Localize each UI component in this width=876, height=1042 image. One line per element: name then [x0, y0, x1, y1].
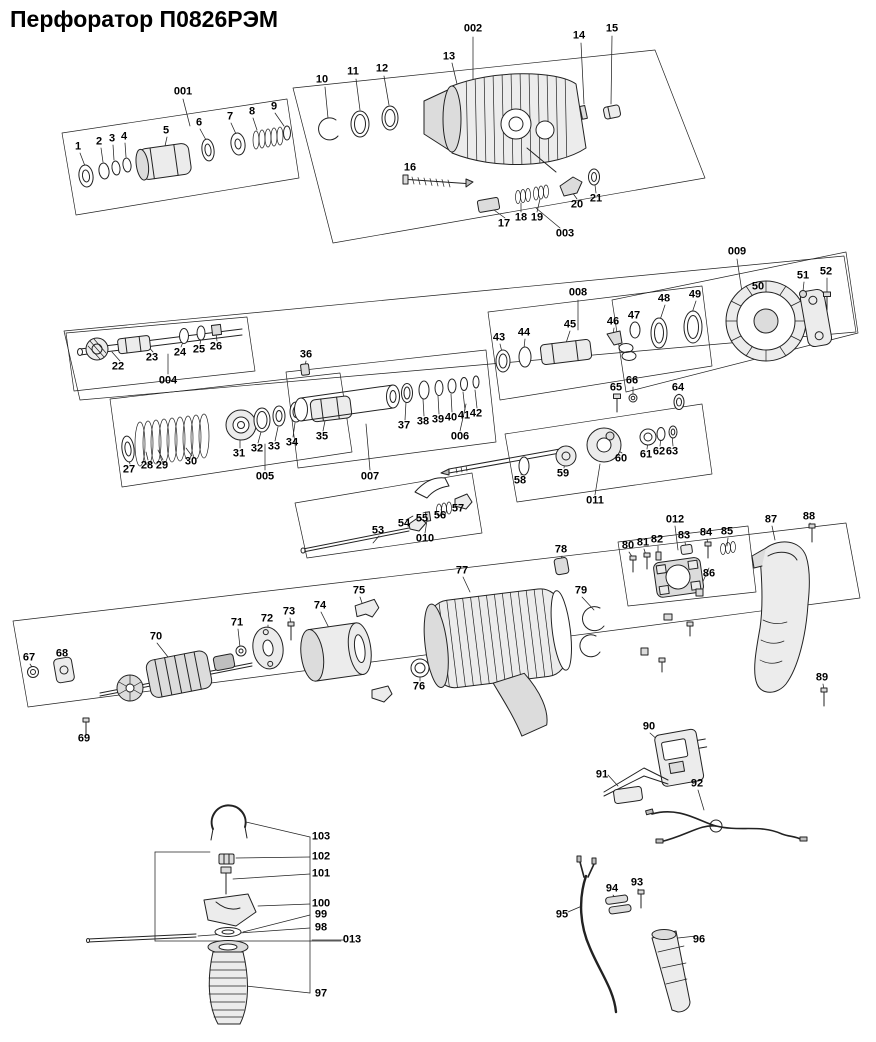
- spindle-shaft-art: [77, 323, 243, 361]
- striker-parts-art: [495, 321, 685, 413]
- leader-lines: [29, 35, 828, 994]
- chuck-assembly-art: [78, 125, 291, 188]
- cylinder-art: [294, 375, 480, 422]
- part-36-art: [300, 363, 311, 376]
- linkage-art: [300, 477, 473, 554]
- rear-housing-art: [650, 280, 833, 362]
- motor-assembly-art: [27, 557, 666, 737]
- spring-set-art: [121, 395, 353, 467]
- brush-holder-art: [629, 541, 736, 637]
- rear-handle-art: [751, 523, 828, 707]
- page-title: Перфоратор П0826РЭМ: [10, 6, 279, 32]
- power-cord-art: [576, 855, 691, 1014]
- crank-gear-art: [440, 425, 678, 476]
- gear-housing-art: [318, 73, 622, 213]
- assembly-boxes: [12, 49, 861, 708]
- side-handle-art: [86, 804, 257, 1025]
- switch-wiring-art: [603, 728, 808, 844]
